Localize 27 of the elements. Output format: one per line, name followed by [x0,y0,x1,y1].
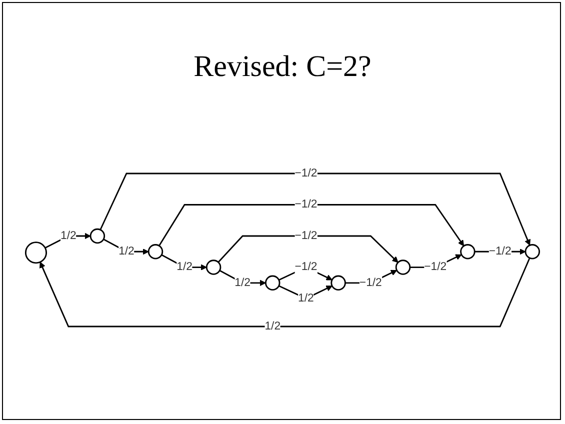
edge-label: −1/2 [424,260,447,273]
edge-label: 1/2 [176,260,192,273]
node-circle [330,275,346,291]
edge-label: 1/2 [118,245,134,258]
node-circle [265,275,280,291]
arrow [100,172,530,246]
edge-label: 1/2 [298,292,314,304]
node-circle [24,242,47,264]
node-circle [524,244,540,260]
node-circle [395,260,411,275]
edge-label: −1/2 [294,230,318,242]
edge-label: 1/2 [60,230,76,242]
arrow [158,204,464,246]
edge-label: 1/2 [234,276,250,289]
edge-label: −1/2 [359,276,382,289]
slide-title: Revised: C=2? [192,50,372,84]
arrow [218,235,398,263]
edge-label: −1/2 [488,245,512,258]
edge-label: 1/2 [264,320,281,332]
node-circle [90,228,106,244]
edge-label: −1/2 [294,167,318,180]
node-circle [206,260,222,275]
edge-label: −1/2 [294,260,318,273]
edge-label: −1/2 [294,198,318,210]
arrow [40,258,530,328]
node-circle [460,244,476,260]
node-circle [148,244,164,260]
